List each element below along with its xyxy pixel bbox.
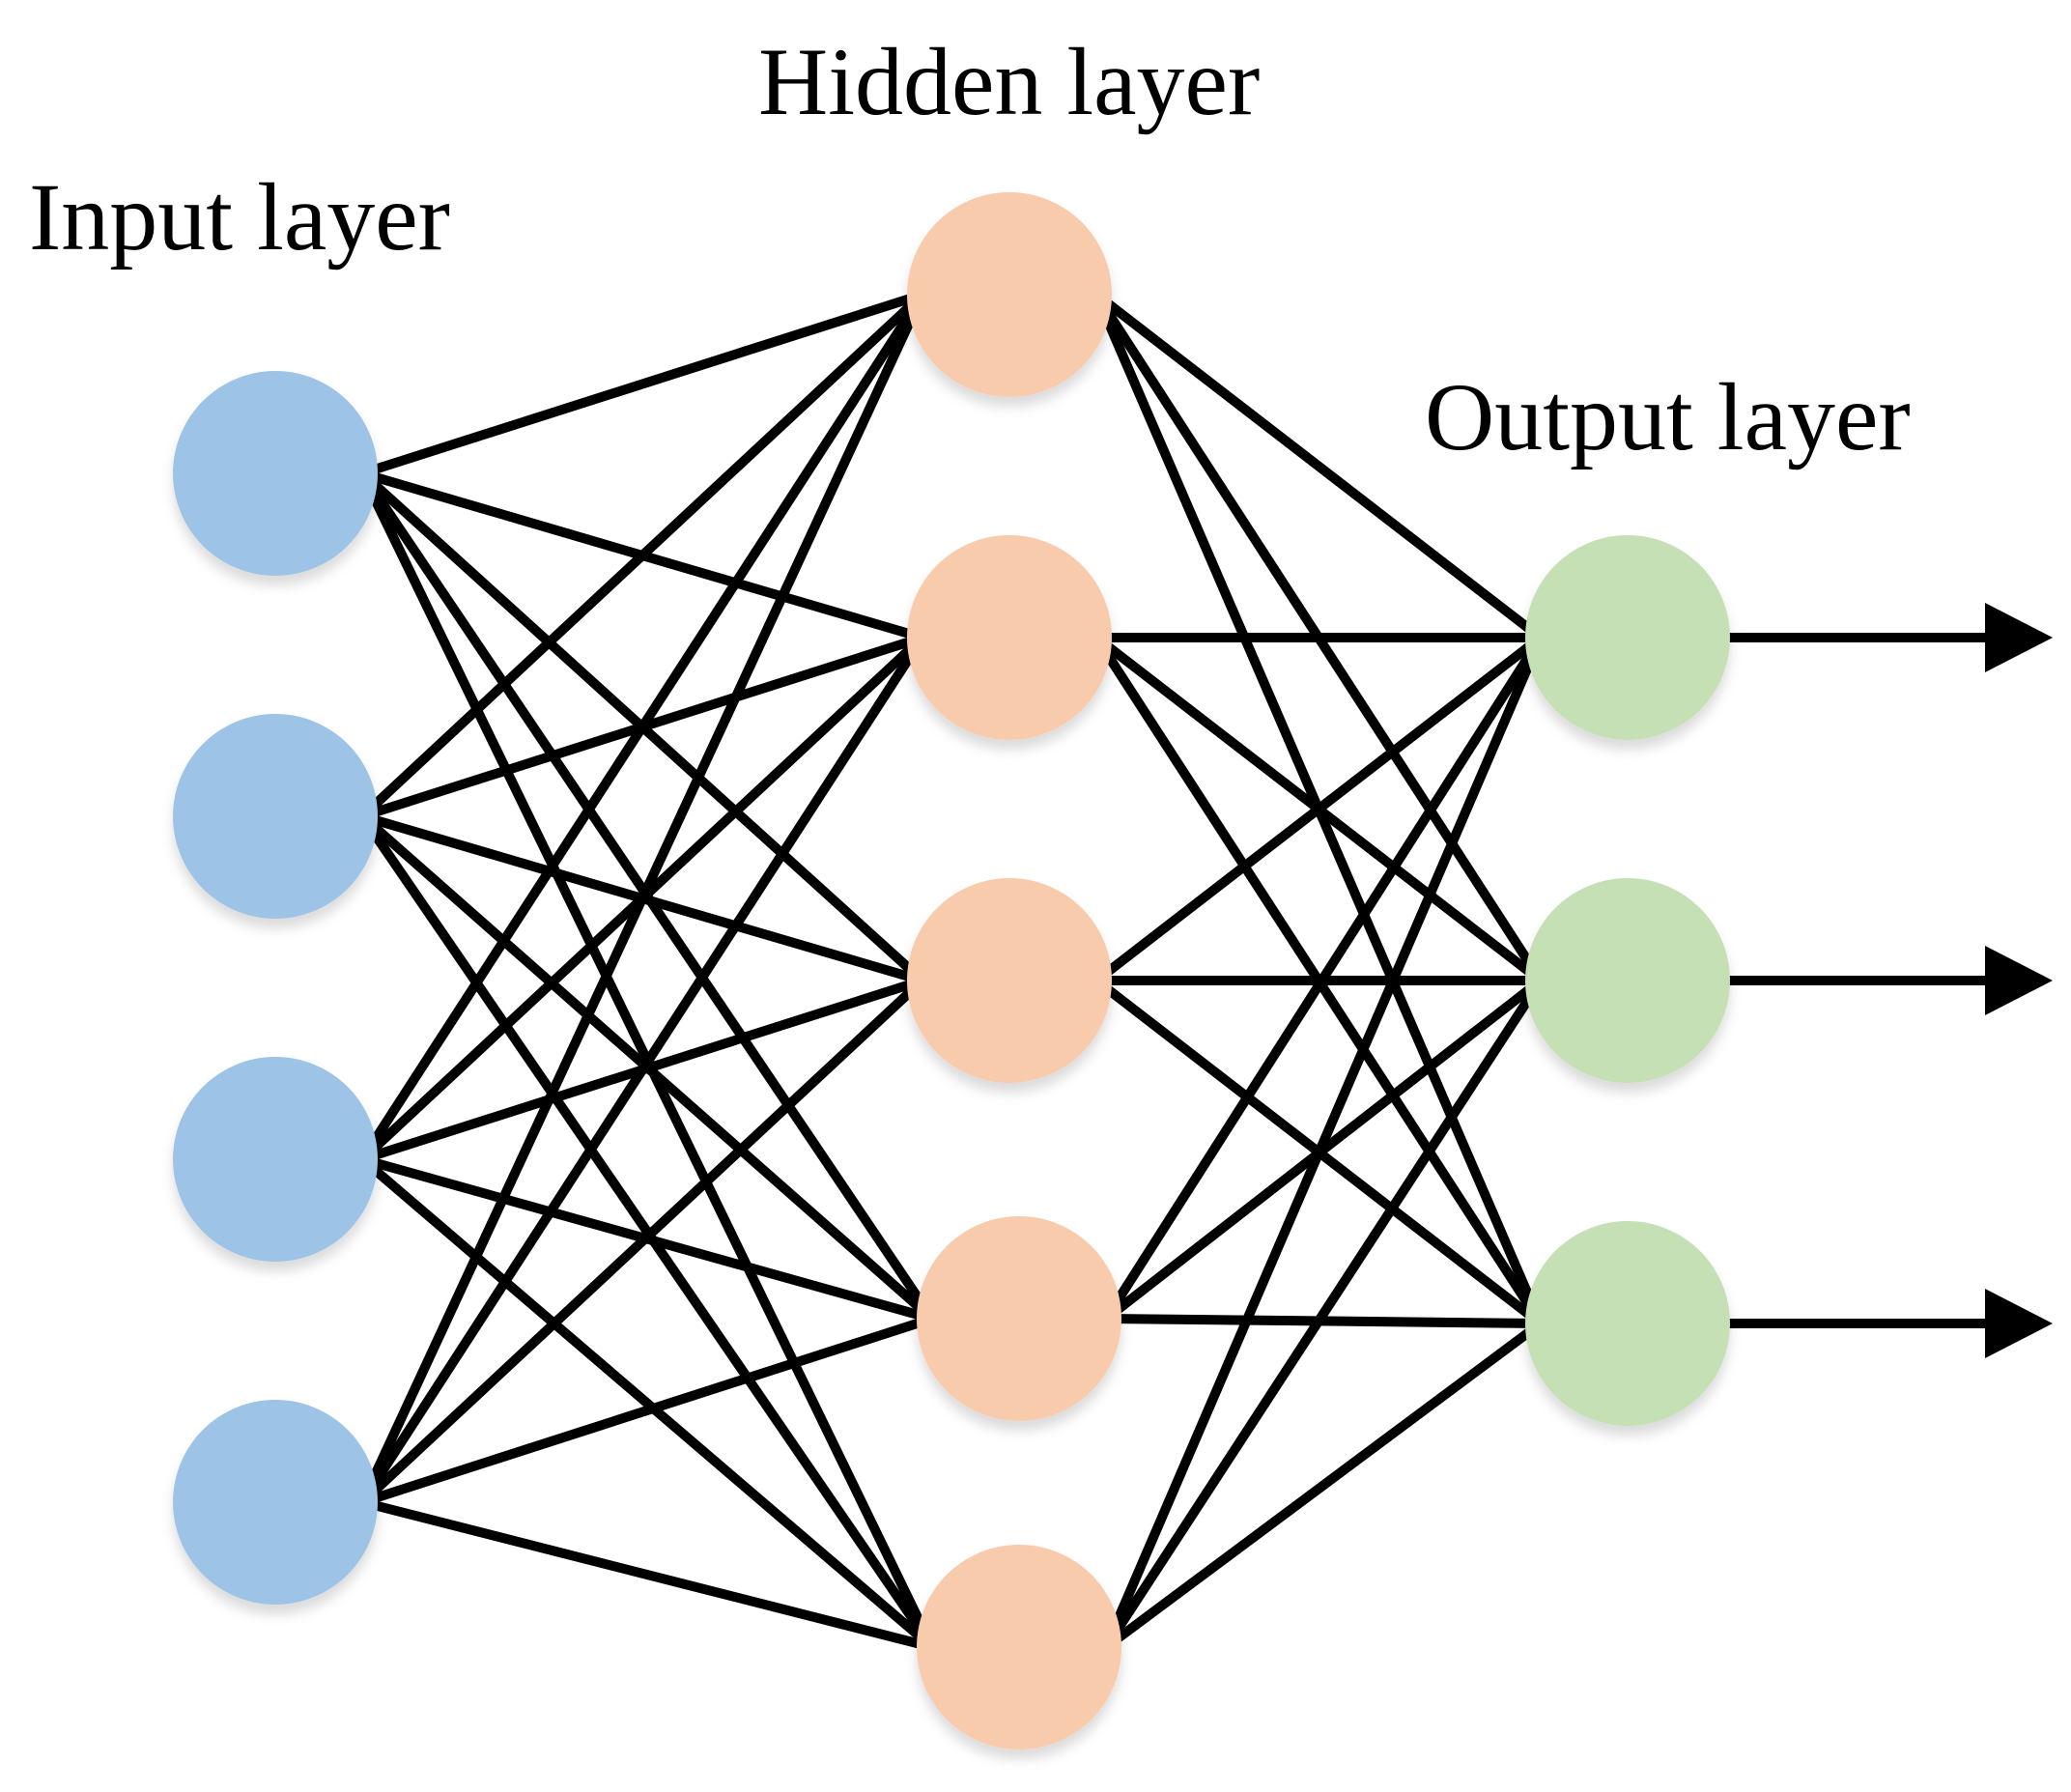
edge-hidden-4-output-1 bbox=[1101, 633, 1546, 1323]
edge-input-3-hidden-1 bbox=[357, 290, 927, 1164]
input-hidden-connections bbox=[357, 290, 937, 1652]
output-arrowhead-1 bbox=[1985, 603, 2053, 672]
hidden-node-3 bbox=[907, 878, 1112, 1083]
output-node-1 bbox=[1525, 535, 1730, 740]
input-node-3 bbox=[173, 1057, 378, 1262]
input-node-2 bbox=[173, 714, 378, 919]
hidden-node-5 bbox=[917, 1545, 1121, 1749]
hidden-node-4 bbox=[917, 1216, 1121, 1421]
edge-input-3-hidden-5 bbox=[357, 1154, 937, 1652]
edge-input-4-hidden-3 bbox=[357, 976, 927, 1507]
edge-hidden-1-output-1 bbox=[1092, 290, 1546, 642]
input-layer-label: Input layer bbox=[29, 163, 450, 270]
edge-hidden-5-output-1 bbox=[1101, 633, 1546, 1652]
edge-input-4-hidden-5 bbox=[357, 1497, 937, 1652]
edge-input-1-hidden-1 bbox=[357, 290, 927, 478]
output-arrowhead-3 bbox=[1985, 1289, 2053, 1358]
edge-input-4-hidden-2 bbox=[357, 633, 927, 1507]
input-node-1 bbox=[173, 371, 378, 576]
output-node-3 bbox=[1525, 1221, 1730, 1426]
edge-input-2-hidden-1 bbox=[357, 290, 927, 821]
edge-input-4-hidden-1 bbox=[357, 290, 927, 1507]
output-arrowhead-2 bbox=[1985, 946, 2053, 1015]
edge-input-4-hidden-4 bbox=[357, 1314, 937, 1507]
output-layer-label: Output layer bbox=[1425, 363, 1911, 470]
output-node-2 bbox=[1525, 878, 1730, 1083]
hidden-layer-label: Hidden layer bbox=[758, 28, 1260, 135]
nodes bbox=[173, 192, 1730, 1749]
edge-hidden-3-output-1 bbox=[1092, 633, 1546, 985]
input-node-4 bbox=[173, 1400, 378, 1605]
edge-hidden-5-output-2 bbox=[1101, 976, 1546, 1652]
hidden-output-connections bbox=[1092, 290, 1546, 1652]
hidden-node-2 bbox=[907, 535, 1112, 740]
output-arrows bbox=[1726, 603, 2053, 1358]
edge-hidden-5-output-3 bbox=[1101, 1319, 1546, 1652]
hidden-node-1 bbox=[907, 192, 1112, 397]
